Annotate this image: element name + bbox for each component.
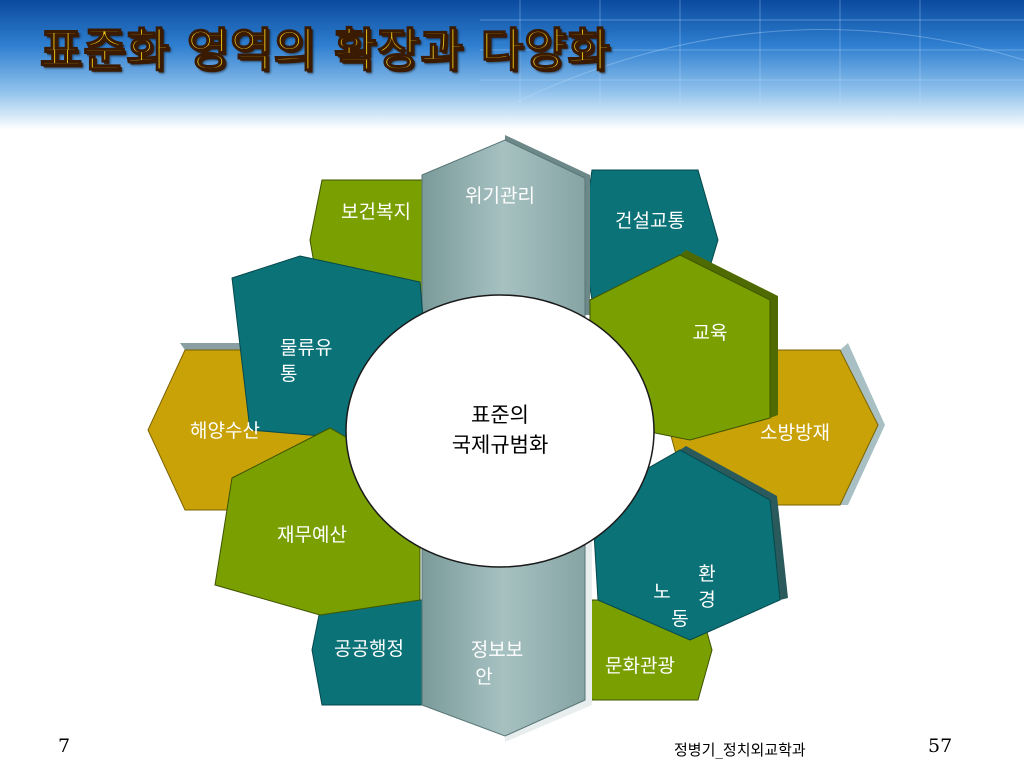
sobang-edge — [840, 343, 885, 505]
label-dong: 동 — [671, 608, 688, 630]
label-bogeon: 보건복지 — [341, 201, 411, 223]
hex-hwangyeong-edge — [680, 446, 788, 600]
label-haeyang: 해양수산 — [190, 420, 260, 442]
hex-jeongbo — [421, 539, 586, 737]
hex-hwangyeong — [591, 449, 781, 641]
page-number: 57 — [928, 735, 953, 757]
hex-wigi — [421, 139, 586, 321]
label-geonseol: 건설교통 — [615, 210, 685, 232]
label-munhwa: 문화관광 — [605, 655, 675, 677]
banner-mesh-decoration — [480, 0, 1024, 111]
title-banner — [0, 0, 1024, 130]
slide-number: 7 — [58, 735, 71, 757]
slide-title: 표준화 영역의 확장과 다양화 — [39, 22, 611, 78]
center-label-line1: 표준의 — [471, 403, 529, 427]
label-mulryu-2: 통 — [280, 363, 297, 385]
label-jeongbo-2: 안 — [475, 666, 492, 688]
label-gonggong: 공공행정 — [334, 638, 404, 660]
label-sobang: 소방방재 — [760, 422, 830, 444]
label-wigi: 위기관리 — [465, 185, 535, 207]
center-ellipse — [345, 294, 655, 568]
footer-author: 정병기_정치외교학과 — [674, 741, 806, 759]
label-jaemu: 재무예산 — [277, 524, 347, 546]
label-no: 노 — [653, 581, 670, 603]
label-gyoyuk: 교육 — [693, 322, 728, 344]
label-hwan: 환 — [698, 563, 715, 585]
label-gyeong: 경 — [698, 589, 715, 611]
label-mulryu-1: 물류유 — [280, 337, 332, 359]
center-label-line2: 국제규범화 — [452, 433, 549, 457]
label-jeongbo-1: 정보보 — [471, 639, 523, 661]
